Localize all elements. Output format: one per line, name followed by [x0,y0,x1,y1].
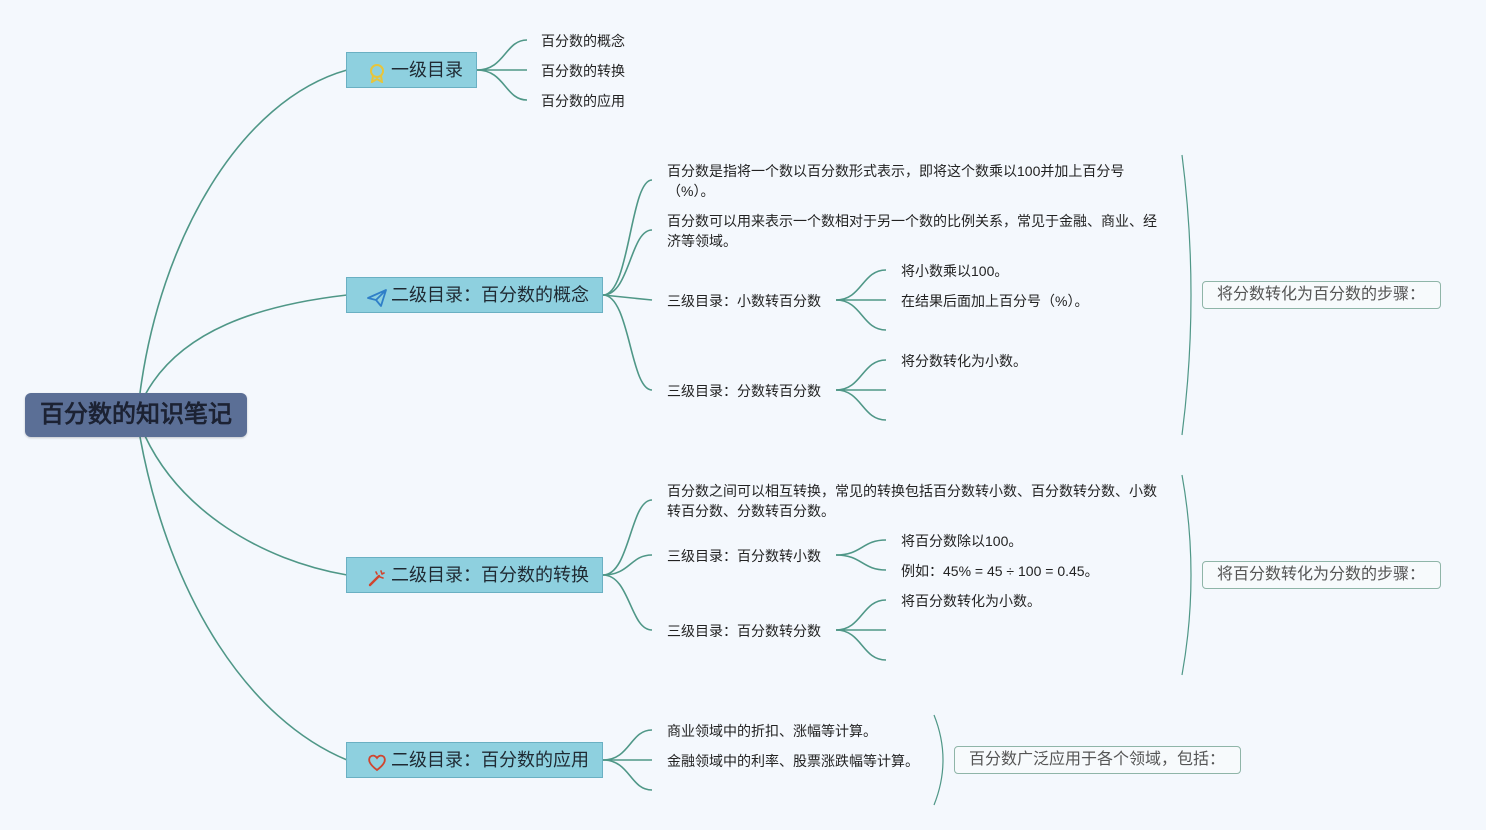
root-node[interactable]: 百分数的知识笔记 [25,393,247,437]
summary-box[interactable]: 百分数广泛应用于各个领域，包括： [954,746,1241,774]
step-text: 在结果后面加上百分号（%）。 [901,293,1089,309]
step-text: 将小数乘以100。 [901,263,1009,279]
summary-label: 百分数广泛应用于各个领域，包括： [969,751,1226,768]
summary-box[interactable]: 将百分数转化为分数的步骤： [1202,561,1441,589]
node-label: 一级目录 [391,60,463,80]
medal-icon [365,54,389,88]
node-level2-application[interactable]: 二级目录：百分数的应用 [346,742,603,778]
list-item: 金融领域中的利率、股票涨跌幅等计算。 [667,753,919,769]
sub-node-label[interactable]: 三级目录：分数转百分数 [667,383,821,399]
summary-label: 将百分数转化为分数的步骤： [1217,566,1426,583]
sub-node-label[interactable]: 三级目录：小数转百分数 [667,293,821,309]
magic-wand-icon [365,559,389,593]
step-text: 例如：45% = 45 ÷ 100 = 0.45。 [901,563,1099,579]
node-label: 二级目录：百分数的转换 [391,565,589,585]
paper-plane-icon [365,279,389,313]
list-item: 商业领域中的折扣、涨幅等计算。 [667,723,877,739]
summary-label: 将分数转化为百分数的步骤： [1217,286,1426,303]
sub-node-label[interactable]: 三级目录：百分数转小数 [667,548,821,564]
sub-node-label[interactable]: 三级目录：百分数转分数 [667,623,821,639]
heart-icon [365,744,389,778]
description-text: 百分数之间可以相互转换，常见的转换包括百分数转小数、百分数转分数、小数转百分数、… [667,483,1157,519]
node-level1-catalog[interactable]: 一级目录 [346,52,477,88]
node-level2-conversion[interactable]: 二级目录：百分数的转换 [346,557,603,593]
step-text: 将百分数转化为小数。 [901,593,1041,609]
step-text: 将分数转化为小数。 [901,353,1027,369]
root-title: 百分数的知识笔记 [40,401,232,428]
summary-box[interactable]: 将分数转化为百分数的步骤： [1202,281,1441,309]
list-item: 百分数的应用 [541,93,625,109]
node-label: 二级目录：百分数的应用 [391,750,589,770]
list-item: 百分数的概念 [541,33,625,49]
node-level2-concept[interactable]: 二级目录：百分数的概念 [346,277,603,313]
node-label: 二级目录：百分数的概念 [391,285,589,305]
step-text: 将百分数除以100。 [901,533,1023,549]
description-text: 百分数是指将一个数以百分数形式表示，即将这个数乘以100并加上百分号（%）。 [667,163,1125,199]
description-text: 百分数可以用来表示一个数相对于另一个数的比例关系，常见于金融、商业、经济等领域。 [667,213,1157,249]
list-item: 百分数的转换 [541,63,625,79]
